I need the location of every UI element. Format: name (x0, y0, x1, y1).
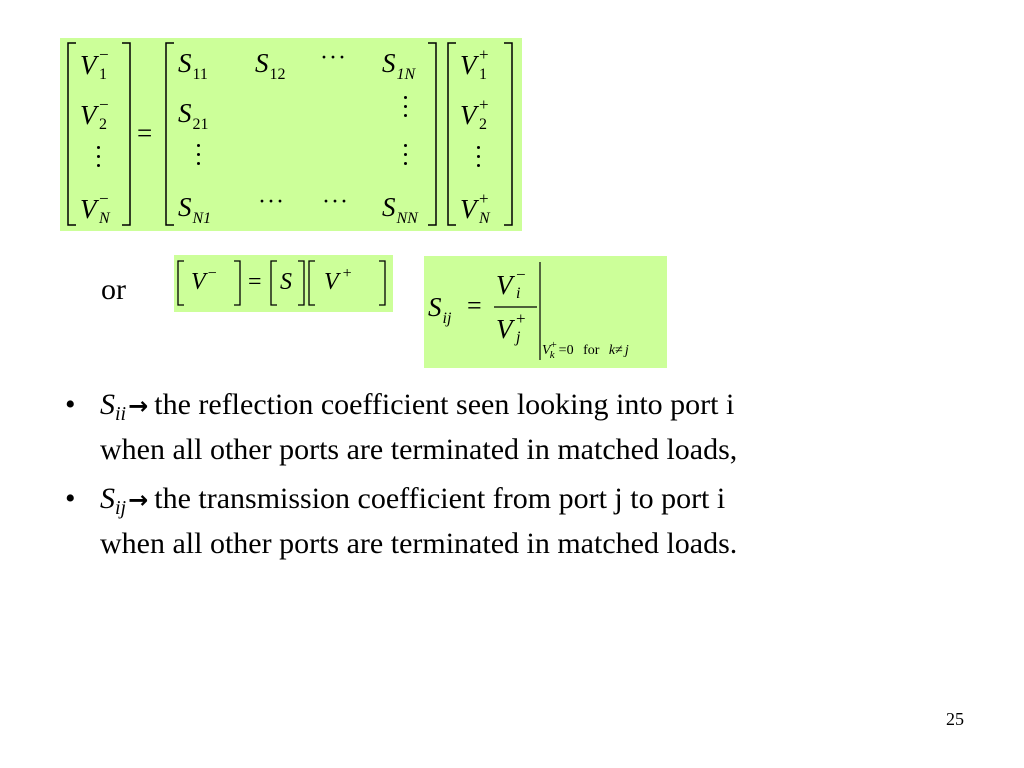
bullet-reflection: • Sii→the reflection coefficient seen lo… (65, 384, 990, 470)
definition-denominator: V+j (496, 309, 526, 346)
s12: S12 (255, 48, 286, 83)
s11: S11 (178, 48, 208, 83)
rhs-v1: V+1 (460, 45, 489, 83)
definition-equals: = (467, 291, 482, 320)
bullet-symbol-sii: Sii (100, 388, 127, 425)
row1-hdots: ··· (320, 45, 347, 71)
s21: S21 (178, 98, 209, 133)
lhs-v2: V−2 (80, 95, 109, 133)
bullet-marker: • (65, 482, 76, 515)
rhs-v2: V+2 (460, 95, 489, 133)
compact-s: S (280, 269, 292, 295)
rhs-vdots (476, 146, 482, 173)
compact-v-plus: V+ (324, 265, 352, 295)
definition-s: Sij (428, 292, 452, 327)
row-n-hdots-1: ··· (258, 189, 285, 215)
definition-condition: V+k=0 for k≠j (542, 339, 629, 361)
lhs-vn: V−N (80, 189, 110, 227)
bullet-marker: • (65, 388, 76, 421)
col-1-vdots (196, 144, 202, 171)
or-label: or (101, 273, 126, 306)
col-n-vdots-top (403, 96, 409, 123)
arrow-icon: → (128, 486, 149, 514)
compact-brackets (177, 260, 386, 306)
lhs-v1: V−1 (80, 45, 109, 83)
definition-box: Sij = V−i V+j V+k=0 for k≠j (424, 256, 667, 368)
snn: SNN (382, 192, 418, 227)
page-number: 25 (946, 709, 964, 729)
matrix-brackets (67, 42, 513, 226)
row-n-hdots-2: ··· (322, 189, 349, 215)
bullet-symbol-sij: Sij (100, 482, 127, 519)
bullet-text-line2: when all other ports are terminated in m… (100, 527, 738, 560)
lhs-vdots (96, 146, 102, 173)
arrow-icon: → (128, 392, 149, 420)
rhs-vn: V+N (460, 189, 490, 227)
compact-v-minus: V− (191, 265, 217, 295)
sn1: SN1 (178, 192, 212, 227)
bullet-transmission: • Sij→the transmission coefficient from … (65, 478, 990, 564)
bullet-text-line1: the transmission coefficient from port j… (154, 482, 726, 515)
compact-equation-box: V− = S V+ (174, 255, 393, 312)
definition-numerator: V−i (496, 265, 526, 302)
definition-lines (494, 262, 541, 360)
bullet-list: • Sii→the reflection coefficient seen lo… (65, 384, 990, 572)
matrix-equation-box: V−1 V−2 V−N = S11 S12 ··· S1N S21 SN1 ··… (60, 38, 522, 231)
bullet-text-line2: when all other ports are terminated in m… (100, 433, 738, 466)
col-n-vdots-bottom (403, 144, 409, 171)
s1n: S1N (382, 48, 416, 83)
equals-sign: = (137, 118, 153, 148)
compact-equals: = (248, 269, 262, 295)
bullet-text-line1: the reflection coefficient seen looking … (154, 388, 735, 421)
